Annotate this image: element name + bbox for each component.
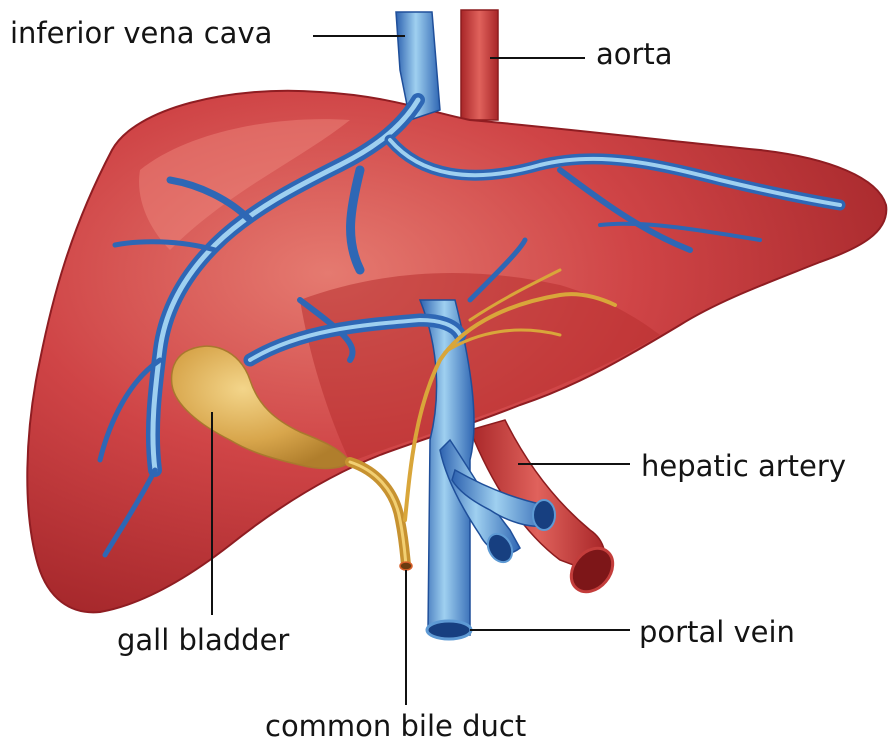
- aorta: [461, 10, 498, 120]
- label-gall-bladder: gall bladder: [117, 626, 289, 655]
- bile-duct-opening: [400, 562, 412, 570]
- label-common-bile-duct: common bile duct: [265, 712, 526, 741]
- label-hepatic-artery: hepatic artery: [641, 452, 846, 481]
- label-aorta: aorta: [596, 40, 673, 69]
- portal-vein-opening: [427, 621, 471, 639]
- label-portal-vein: portal vein: [639, 618, 795, 647]
- vein-branch-opening: [533, 500, 555, 530]
- label-inferior-vena-cava: inferior vena cava: [10, 19, 272, 48]
